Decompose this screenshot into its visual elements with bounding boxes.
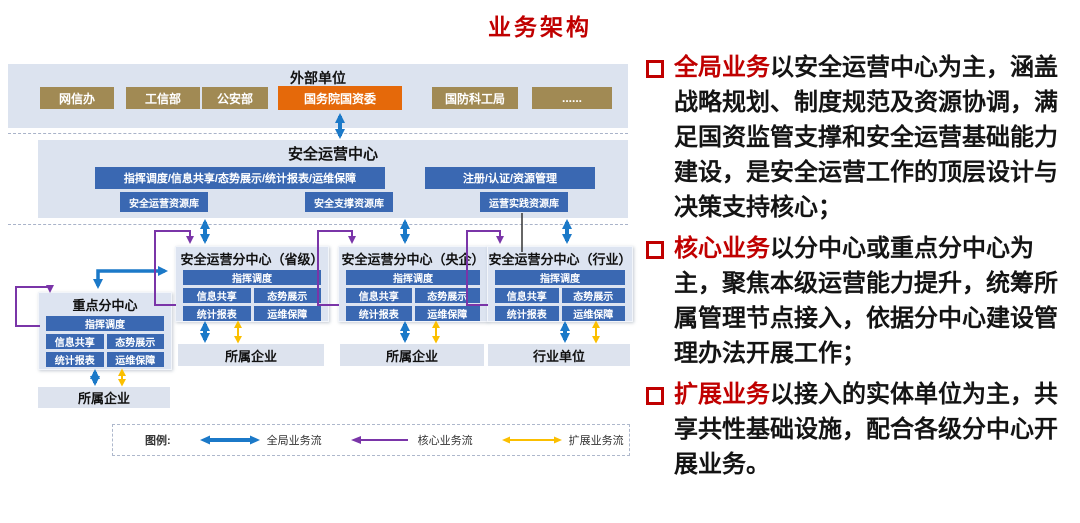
subcenter-provincial-cmd: 指挥调度 <box>183 270 321 285</box>
subcenter-central-title: 安全运营分中心（央企） <box>341 252 485 267</box>
capability-cell: 运维保障 <box>253 306 321 321</box>
global-flow-arrow-keycenter-provincial <box>93 266 168 289</box>
external-unit-guoziwei: 国务院国资委 <box>278 86 402 110</box>
external-unit-gongxinbu: 工信部 <box>126 87 200 109</box>
capability-cell: 运维保障 <box>106 352 164 367</box>
legend-item-label: 扩展业务流 <box>568 435 624 447</box>
legend-item-global: 全局业务流 <box>199 432 322 448</box>
soc-resource-practice: 运营实践资源库 <box>480 192 568 212</box>
subcenter-industry: 安全运营分中心（行业） 指挥调度 信息共享 态势展示 统计报表 运维保障 <box>487 246 633 322</box>
red-square-bullet-icon <box>646 387 664 405</box>
capability-cell: 态势展示 <box>253 288 321 303</box>
subcenter-central-enterprise: 安全运营分中心（央企） 指挥调度 信息共享 态势展示 统计报表 运维保障 <box>338 246 488 322</box>
red-square-bullet-icon <box>646 60 664 78</box>
subcenter-industry-title: 安全运营分中心（行业） <box>488 252 632 267</box>
capability-cell: 信息共享 <box>495 288 559 303</box>
bottom-unit-central: 所属企业 <box>340 344 484 366</box>
bullet-body: 以安全运营中心为主，涵盖战略规划、制度规范及资源协调，满足国资监管支撑和安全运营… <box>674 54 1058 221</box>
bullet-extended-business: 扩展业务以接入的实体单位为主，共享共性基础设施，配合各级分中心开展业务。 <box>646 377 1078 482</box>
capability-cell: 运维保障 <box>561 306 625 321</box>
capability-cell: 信息共享 <box>46 334 104 349</box>
external-unit-more: ...... <box>532 87 612 109</box>
bullet-lead: 扩展业务 <box>674 381 770 408</box>
bullet-text: 扩展业务以接入的实体单位为主，共享共性基础设施，配合各级分中心开展业务。 <box>674 377 1078 482</box>
key-subcenter: 重点分中心 指挥调度 信息共享 态势展示 统计报表 运维保障 <box>38 292 172 370</box>
legend-item-label: 核心业务流 <box>417 435 473 447</box>
legend-item-extended: 扩展业务流 <box>501 432 624 448</box>
key-subcenter-title: 重点分中心 <box>72 298 138 313</box>
legend-item-core: 核心业务流 <box>350 432 473 448</box>
capability-cell: 统计报表 <box>46 352 104 367</box>
subcenter-provincial: 安全运营分中心（省级） 指挥调度 信息共享 态势展示 统计报表 运维保障 <box>175 246 329 322</box>
capability-cell: 统计报表 <box>183 306 251 321</box>
bullet-core-business: 核心业务以分中心或重点分中心为主，聚焦本级运营能力提升，统筹所属管理节点接入，依… <box>646 231 1078 371</box>
soc-section: 安全运营中心 指挥调度/信息共享/态势展示/统计报表/运维保障 注册/认证/资源… <box>38 140 628 218</box>
capability-cell: 信息共享 <box>346 288 412 303</box>
external-unit-wangxinban: 网信办 <box>40 87 114 109</box>
external-units-header: 外部单位 <box>290 70 346 86</box>
key-bottom-unit: 所属企业 <box>38 387 170 408</box>
capability-cell: 统计报表 <box>495 306 559 321</box>
soc-resource-support: 安全支撑资源库 <box>305 192 393 212</box>
capability-cell: 统计报表 <box>346 306 412 321</box>
bullet-text: 核心业务以分中心或重点分中心为主，聚焦本级运营能力提升，统筹所属管理节点接入，依… <box>674 231 1078 371</box>
red-square-bullet-icon <box>646 241 664 259</box>
legend-item-label: 全局业务流 <box>266 435 322 447</box>
bullet-global-business: 全局业务以安全运营中心为主，涵盖战略规划、制度规范及资源协调，满足国资监管支撑和… <box>646 50 1078 225</box>
subcenter-industry-cmd: 指挥调度 <box>495 270 625 285</box>
bullet-body: 以分中心或重点分中心为主，聚焦本级运营能力提升，统筹所属管理节点接入，依据分中心… <box>674 235 1058 367</box>
soc-resource-operation: 安全运营资源库 <box>120 192 208 212</box>
description-panel: 全局业务以安全运营中心为主，涵盖战略规划、制度规范及资源协调，满足国资监管支撑和… <box>646 50 1078 488</box>
capability-cell: 态势展示 <box>561 288 625 303</box>
page-title: 业务架构 <box>488 14 592 40</box>
subcenter-central-cmd: 指挥调度 <box>346 270 480 285</box>
core-flow-legend-icon <box>350 436 408 444</box>
capability-cell: 信息共享 <box>183 288 251 303</box>
extended-flow-legend-icon <box>501 436 562 444</box>
layer-divider-middle <box>8 224 628 225</box>
capability-cell: 态势展示 <box>414 288 480 303</box>
key-subcenter-cmd: 指挥调度 <box>46 316 164 331</box>
legend-label: 图例: <box>145 435 171 447</box>
soc-functions-bar: 指挥调度/信息共享/态势展示/统计报表/运维保障 <box>95 167 385 189</box>
soc-header: 安全运营中心 <box>287 146 378 163</box>
legend: 图例: 全局业务流 核心业务流 扩展业务流 <box>112 424 630 456</box>
layer-divider-top <box>8 133 628 134</box>
capability-cell: 运维保障 <box>414 306 480 321</box>
bullet-lead: 全局业务 <box>674 54 770 81</box>
soc-registry-bar: 注册/认证/资源管理 <box>425 167 595 189</box>
external-unit-guofangkegongju: 国防科工局 <box>432 87 518 109</box>
bullet-text: 全局业务以安全运营中心为主，涵盖战略规划、制度规范及资源协调，满足国资监管支撑和… <box>674 50 1078 225</box>
bullet-body: 以接入的实体单位为主，共享共性基础设施，配合各级分中心开展业务。 <box>674 381 1058 478</box>
global-flow-legend-icon <box>199 435 260 445</box>
bullet-lead: 核心业务 <box>674 235 770 262</box>
bottom-unit-provincial: 所属企业 <box>178 344 324 366</box>
subcenter-provincial-title: 安全运营分中心（省级） <box>180 252 324 267</box>
external-unit-gonganbu: 公安部 <box>202 87 268 109</box>
external-units-section: 外部单位 网信办 工信部 公安部 国务院国资委 国防科工局 ...... <box>8 64 628 128</box>
capability-cell: 态势展示 <box>106 334 164 349</box>
bottom-unit-industry: 行业单位 <box>488 344 630 366</box>
